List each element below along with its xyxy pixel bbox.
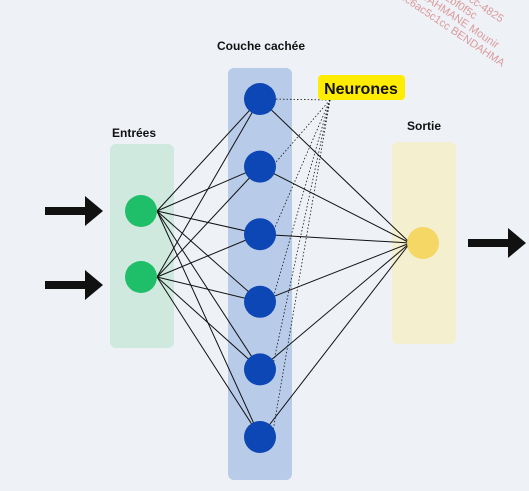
connection-line [156,210,261,303]
neurons-callout-label: Neurones [324,81,398,98]
neurons [125,83,439,453]
connections [156,98,411,438]
hidden-neuron [244,150,276,183]
hidden-neuron [244,421,276,453]
connection-line [156,276,261,370]
connection-line [156,276,261,303]
hidden-neuron [244,83,276,115]
connection-line [156,98,261,278]
hidden-neuron [244,353,276,386]
hidden-layer-label: Couche cachée [217,39,305,53]
connection-line [259,166,411,244]
hidden-neuron [244,285,276,318]
connection-line [156,210,261,235]
input-layer-label: Entrées [112,126,156,140]
input-layer-panel [110,144,174,348]
input-arrow [45,270,103,300]
connection-line [156,210,261,438]
connection-line [156,210,261,370]
connection-line [156,276,261,438]
hidden-layer-panel [228,68,292,480]
callout-pointer-line [271,99,331,438]
connection-line [259,242,411,438]
connection-line [259,233,411,244]
callout-pointer-line [271,99,331,370]
callout-pointers [271,98,331,438]
connection-line [156,233,261,278]
hidden-neuron [244,218,276,251]
connection-line [259,242,411,370]
input-arrow [45,196,103,226]
output-arrow [468,228,526,258]
output-neuron [407,227,439,259]
connection-line [156,98,261,212]
neurons-callout-box [318,75,405,100]
input-neuron [125,261,157,293]
callout-pointer-line [271,99,331,167]
connection-line [259,98,411,244]
callout-pointer-line [271,98,331,101]
connection-line [259,242,411,303]
connection-line [156,166,261,278]
flow-arrows [45,196,526,300]
input-neuron [125,195,157,227]
output-layer-label: Sortie [407,119,441,133]
